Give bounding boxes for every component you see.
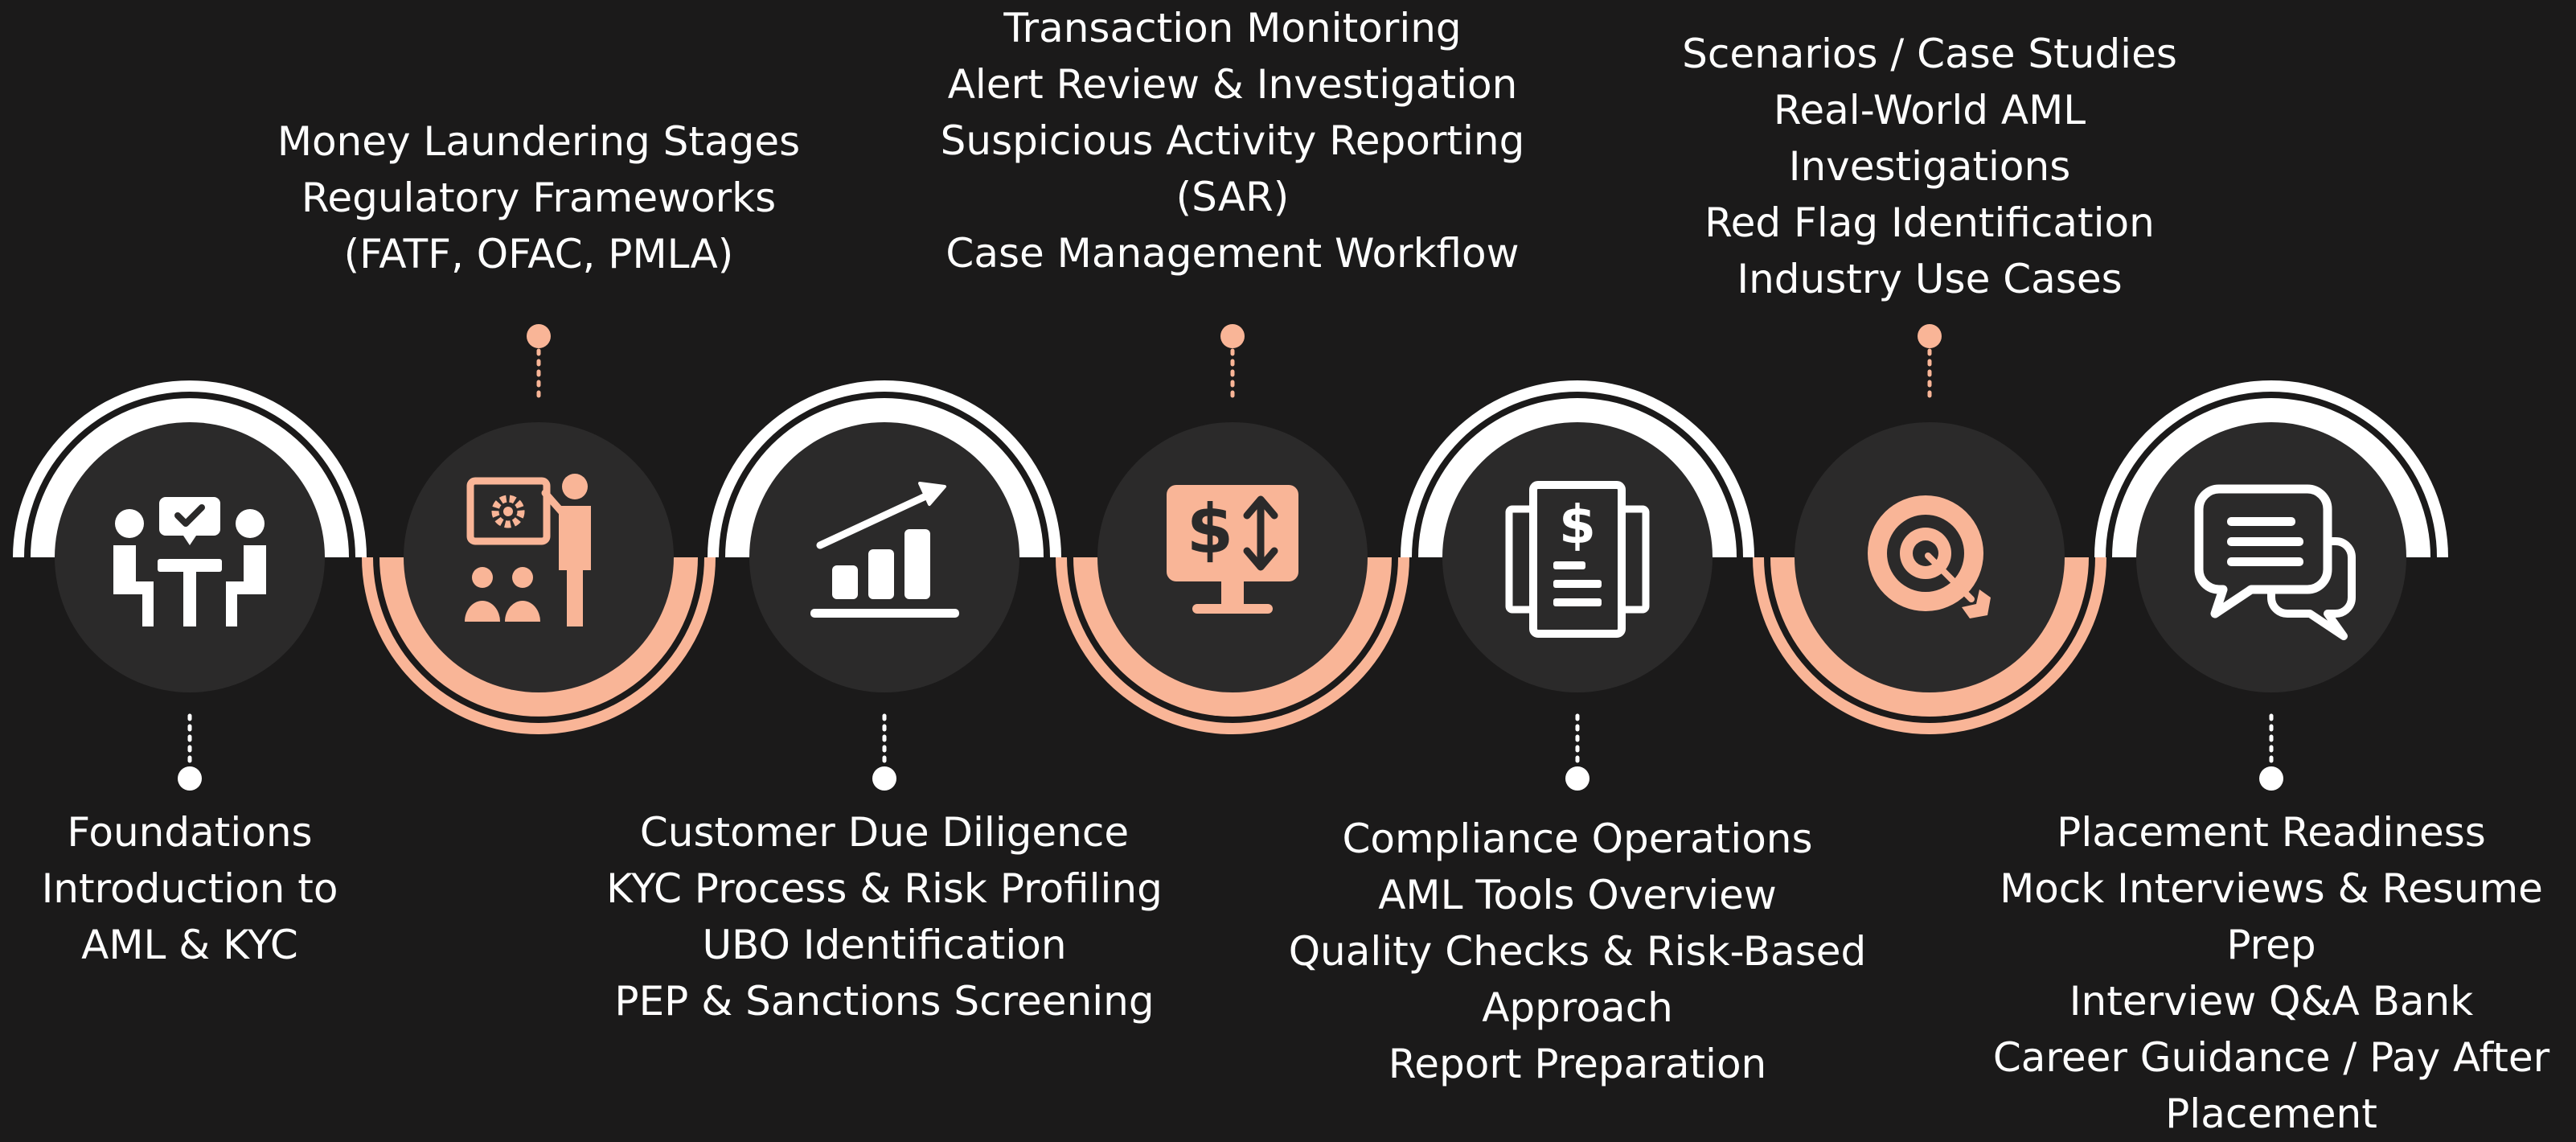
monitor-dollar-icon: $ <box>1167 485 1298 614</box>
step-7-line: Prep <box>2226 922 2316 968</box>
step-7-line: Career Guidance / Pay After <box>1992 1034 2550 1081</box>
text-line <box>1553 580 1602 588</box>
document-page <box>1529 481 1626 638</box>
chat-bubbles-icon <box>2194 484 2356 640</box>
step-7-line: Interview Q&A Bank <box>2069 978 2474 1025</box>
person-head <box>115 509 144 538</box>
step-circle <box>55 422 325 692</box>
person-body <box>226 545 266 626</box>
step-6-line: Industry Use Cases <box>1737 256 2123 302</box>
step-1-text: Foundations Introduction to AML & KYC <box>42 804 338 973</box>
step-3-line: UBO Identification <box>702 922 1067 968</box>
arrow-fletching <box>1962 589 1991 618</box>
step-2-text: Money Laundering Stages Regulatory Frame… <box>277 113 800 282</box>
table-leg <box>183 572 196 626</box>
bar <box>904 529 930 599</box>
step-4-line: Suspicious Activity Reporting <box>940 117 1525 164</box>
pointer-arm <box>541 489 567 517</box>
monitor-base <box>1192 604 1273 614</box>
baseline <box>810 609 959 618</box>
step-5-line: Report Preparation <box>1388 1041 1767 1087</box>
step-2-line: Money Laundering Stages <box>277 118 801 165</box>
message-line <box>2227 537 2303 546</box>
step-nodes: $$ <box>55 422 2406 692</box>
step-5-line: Approach <box>1482 984 1673 1031</box>
step-5-line: AML Tools Overview <box>1378 872 1777 918</box>
board <box>466 477 551 545</box>
person-head <box>236 509 265 538</box>
dollar-glyph: $ <box>1559 494 1596 556</box>
arrow-head <box>918 482 946 506</box>
bar <box>868 549 894 599</box>
step-7-line: Placement <box>2165 1091 2377 1137</box>
leader-end-dot <box>872 766 896 791</box>
step-5-text: Compliance Operations AML Tools Overview… <box>1289 811 1867 1092</box>
down-arrow-head <box>1243 547 1278 571</box>
step-3-text: Customer Due Diligence KYC Process & Ris… <box>606 804 1163 1029</box>
presenter-head <box>562 474 588 499</box>
step-7-line: Mock Interviews & Resume <box>2000 865 2543 912</box>
step-7-line: Placement Readiness <box>2057 809 2486 856</box>
step-4-line: Alert Review & Investigation <box>947 61 1518 108</box>
gear-hub <box>503 507 513 516</box>
step-1-line: AML & KYC <box>81 922 298 968</box>
presenter-body <box>559 506 591 626</box>
message-line <box>2227 557 2303 566</box>
step-6-text: Scenarios / Case Studies Real-World AML … <box>1682 26 2177 307</box>
meeting-icon <box>113 497 266 626</box>
audience-body <box>465 601 500 622</box>
person-body <box>113 545 154 626</box>
check-mark <box>174 504 205 527</box>
step-2-line: (FATF, OFAC, PMLA) <box>343 231 734 277</box>
step-5-line: Quality Checks & Risk-Based <box>1288 928 1867 975</box>
message-line <box>2227 517 2295 526</box>
step-4-text: Transaction Monitoring Alert Review & In… <box>941 0 1525 281</box>
step-6-line: Real-World AML <box>1773 87 2086 134</box>
leader-end-dot <box>1918 324 1942 348</box>
trend-line <box>816 489 937 549</box>
leader-end-dot <box>1565 766 1589 791</box>
gear <box>491 495 525 528</box>
step-4-line: (SAR) <box>1175 174 1290 220</box>
monitor-neck <box>1221 581 1244 606</box>
bar <box>832 565 858 599</box>
audience-head <box>512 567 533 588</box>
step-5-line: Compliance Operations <box>1342 815 1813 862</box>
step-3-line: KYC Process & Risk Profiling <box>606 865 1163 912</box>
step-6-line: Scenarios / Case Studies <box>1682 31 2177 77</box>
leader-end-dot <box>1220 324 1245 348</box>
text-line <box>1553 561 1585 569</box>
step-4-line: Case Management Workflow <box>945 230 1520 277</box>
step-2-line: Regulatory Frameworks <box>301 175 777 221</box>
step-6-line: Red Flag Identification <box>1704 199 2155 246</box>
step-3-line: Customer Due Diligence <box>639 809 1130 856</box>
report-document-icon: $ <box>1505 481 1650 638</box>
target-icon <box>1868 495 1991 618</box>
arrow-shaft <box>1925 553 1975 602</box>
leader-end-dot <box>527 324 551 348</box>
step-3-line: PEP & Sanctions Screening <box>614 978 1155 1025</box>
leader-end-dot <box>2259 766 2283 791</box>
leader-lines <box>178 324 2283 791</box>
step-4-line: Transaction Monitoring <box>1003 5 1462 51</box>
table-top <box>158 559 222 572</box>
step-6-line: Investigations <box>1788 143 2071 190</box>
step-1-line: Introduction to <box>41 865 338 912</box>
text-line <box>1553 598 1602 606</box>
step-7-text: Placement Readiness Mock Interviews & Re… <box>1993 804 2549 1142</box>
up-arrow-head <box>1243 495 1278 520</box>
leader-end-dot <box>178 766 202 791</box>
audience-head <box>472 567 493 588</box>
presentation-icon <box>465 474 591 626</box>
dollar-glyph: $ <box>1187 490 1233 569</box>
growth-chart-icon <box>810 482 959 618</box>
step-circle <box>404 422 674 692</box>
audience-body <box>505 601 540 622</box>
step-1-line: Foundations <box>67 809 313 856</box>
